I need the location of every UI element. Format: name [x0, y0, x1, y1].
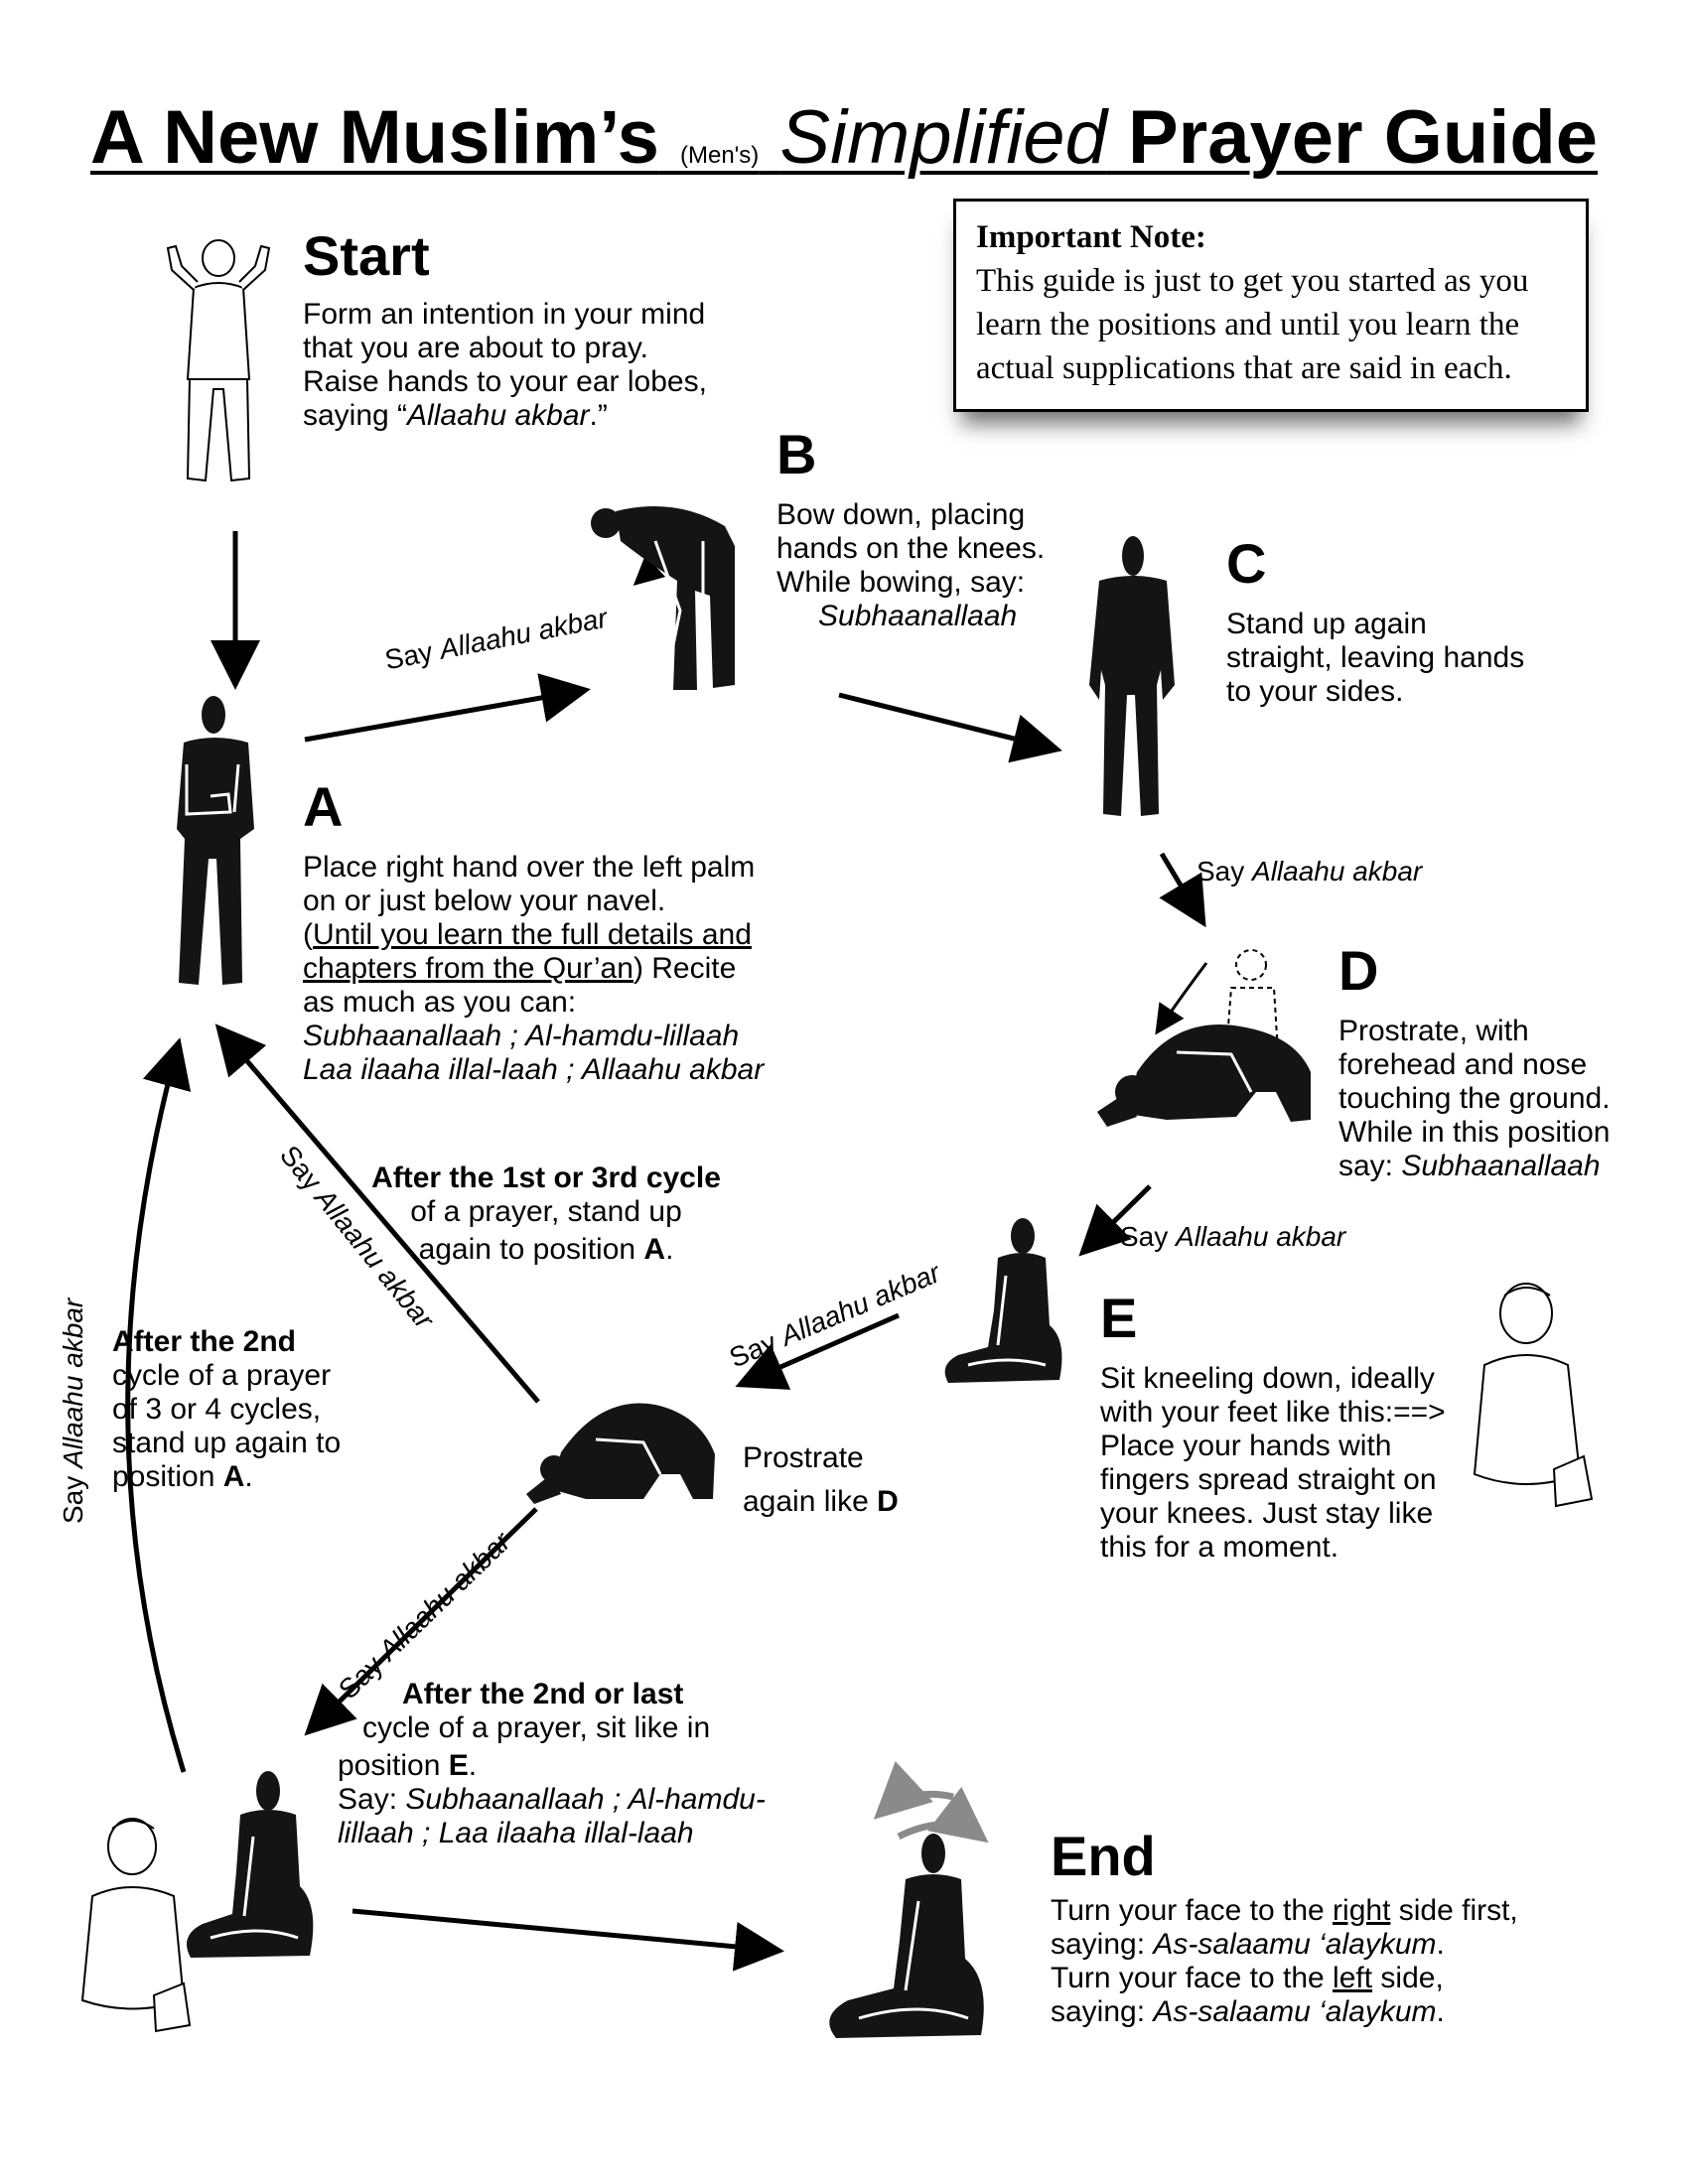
start-heading: Start	[303, 224, 430, 287]
after-1st-3rd-cycle-text: After the 1st or 3rd cycle of a prayer, …	[371, 1161, 721, 1266]
step-d-text: Prostrate, with forehead and nose touchi…	[1338, 1015, 1611, 1182]
step-c-heading: C	[1226, 532, 1267, 595]
note-title: Important Note:	[976, 219, 1206, 255]
pointer-arrow-d	[1155, 962, 1208, 1035]
arrow-sit-to-end	[352, 1908, 784, 1972]
step-b-text: Bow down, placing hands on the knees. Wh…	[776, 498, 1046, 632]
seated-back-sketch-figure	[1473, 1283, 1594, 1508]
important-note-box: Important Note: This guide is just to ge…	[953, 199, 1589, 412]
kneeling-figure	[944, 1218, 1062, 1383]
say-label-d-to-e: Say Allaahu akbar	[1120, 1221, 1346, 1252]
page-title: A New Muslim’s (Men's) Simplified Prayer…	[89, 95, 1599, 180]
arrow-d-to-e	[1078, 1184, 1152, 1257]
step-b-section: B Bow down, placing hands on the knees. …	[776, 427, 1045, 633]
end-section: End Turn your face to the right side fir…	[1051, 1829, 1518, 2029]
standing-hands-sides-figure	[1089, 536, 1175, 816]
turn-arrow-right	[897, 1786, 989, 1843]
prostrating-figure	[1097, 949, 1311, 1127]
final-sitting-figure	[187, 1771, 314, 1958]
step-a-heading: A	[303, 775, 344, 838]
arrow-e-to-prostrate	[735, 1312, 901, 1390]
step-d-heading: D	[1338, 939, 1379, 1002]
end-sitting-turning-figure	[829, 1834, 984, 2038]
step-e-heading: E	[1100, 1287, 1138, 1349]
prostrating-again-figure	[526, 1403, 715, 1504]
arrow-prostrate-to-sit	[304, 1507, 538, 1736]
step-e-section: E Sit kneeling down, ideally with your f…	[1100, 1291, 1446, 1565]
step-d-section: D Prostrate, with forehead and nose touc…	[1338, 943, 1611, 1183]
standing-hands-raised-figure	[166, 239, 271, 482]
step-b-heading: B	[776, 423, 817, 485]
step-e-text: Sit kneeling down, ideally with your fee…	[1100, 1362, 1446, 1564]
standing-hands-folded-figure	[177, 696, 254, 985]
arrow-c-to-d	[1159, 852, 1206, 928]
start-text: Form an intention in your mind that you …	[303, 298, 707, 432]
prostrate-again-text: Prostrate again like D	[743, 1441, 899, 1518]
say-label-c-to-d: Say Allaahu akbar	[1196, 856, 1423, 887]
arrow-a-to-b	[304, 673, 591, 743]
final-seated-sketch-figure	[80, 1818, 192, 2033]
arrow-prostrate-to-a	[214, 1024, 540, 1404]
step-c-section: C Stand up again straight, leaving hands…	[1226, 536, 1524, 709]
after-last-cycle-text: After the 2nd or last cycle of a prayer,…	[338, 1678, 766, 1849]
note-body: This guide is just to get you started as…	[976, 263, 1529, 386]
step-a-section: A Place right hand over the left palm on…	[303, 779, 764, 1087]
step-c-text: Stand up again straight, leaving hands t…	[1226, 608, 1525, 708]
arrow-sit-to-a-curve	[125, 1037, 192, 1773]
say-label-sit-to-a: Say Allaahu akbar	[58, 1297, 88, 1524]
arrow-b-to-c	[838, 692, 1062, 763]
bowing-figure	[591, 506, 735, 690]
step-a-text: Place right hand over the left palm on o…	[303, 851, 765, 1086]
turn-arrow-left	[873, 1761, 954, 1820]
end-heading: End	[1051, 1825, 1156, 1887]
start-section: Start Form an intention in your mind tha…	[303, 228, 707, 433]
end-text: Turn your face to the right side first, …	[1051, 1894, 1518, 2028]
after-2nd-cycle-text: After the 2nd cycle of a prayer of 3 or …	[112, 1325, 342, 1493]
